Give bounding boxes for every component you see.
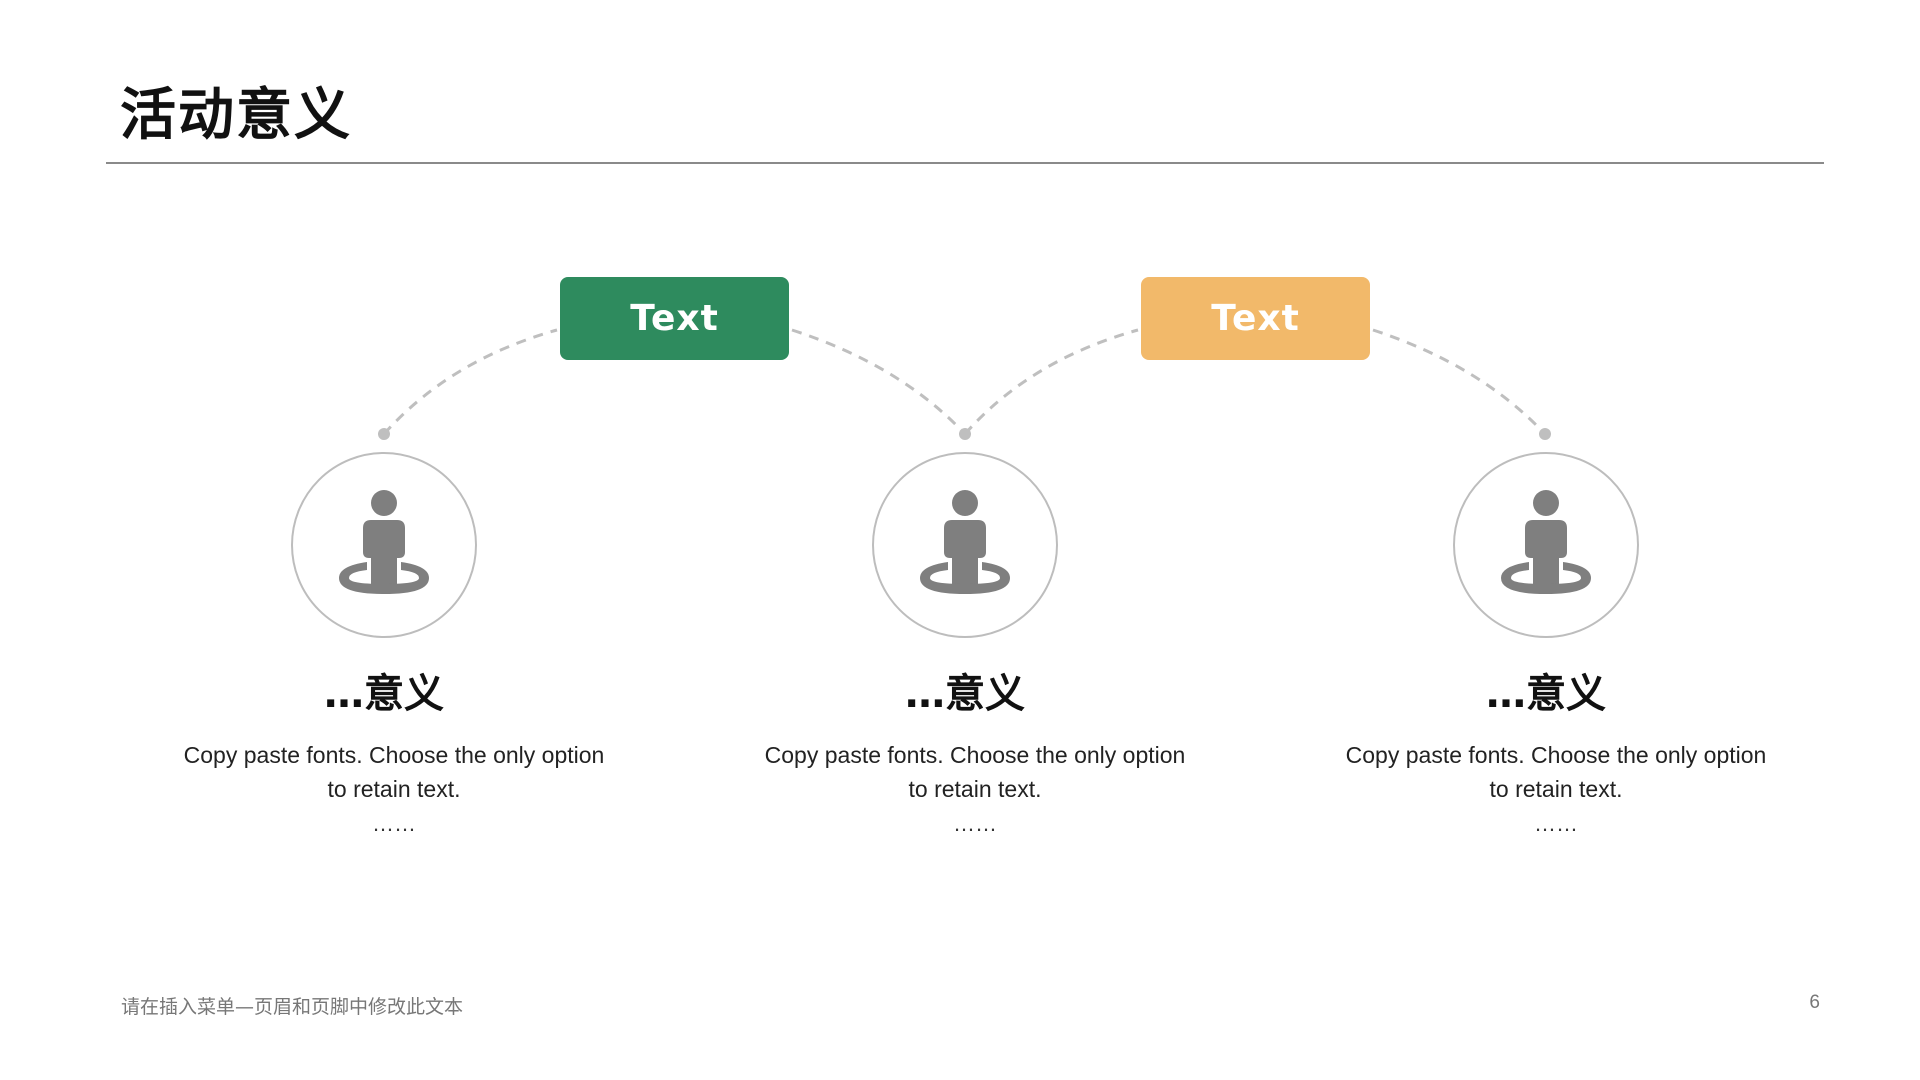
item-body-2-line1: Copy paste fonts. Choose the only option — [764, 742, 1186, 768]
item-ellipsis-2: …… — [953, 811, 997, 836]
icon-circle-1 — [291, 452, 477, 638]
connector-dot-2 — [959, 428, 971, 440]
title-divider — [106, 162, 1824, 164]
item-heading-3[interactable]: …意义 — [1486, 671, 1606, 717]
footer-text[interactable]: 请在插入菜单—页眉和页脚中修改此文本 — [121, 996, 464, 1018]
label-box-orange[interactable]: Text — [1141, 277, 1370, 360]
item-heading-1[interactable]: …意义 — [324, 671, 444, 717]
item-body-2-line2: to retain text. — [908, 776, 1042, 802]
item-body-3-line1: Copy paste fonts. Choose the only option — [1345, 742, 1767, 768]
connector-left-2 — [963, 328, 1139, 435]
connector-right-2 — [1372, 328, 1547, 436]
item-ellipsis-1: …… — [372, 811, 416, 836]
person-location-icon — [1501, 490, 1591, 594]
person-location-icon — [339, 490, 429, 594]
icon-circle-3 — [1453, 452, 1639, 638]
connector-left-1 — [382, 328, 558, 435]
item-body-2[interactable]: Copy paste fonts. Choose the only option… — [735, 738, 1215, 806]
icon-circle-2 — [872, 452, 1058, 638]
connector-right-1 — [791, 328, 967, 436]
connector-dot-3 — [1539, 428, 1551, 440]
slide-title[interactable]: 活动意义 — [120, 83, 352, 148]
connector-dot-1 — [378, 428, 390, 440]
item-body-1-line1: Copy paste fonts. Choose the only option — [183, 742, 605, 768]
person-location-icon — [920, 490, 1010, 594]
item-heading-2[interactable]: …意义 — [905, 671, 1025, 717]
label-box-green[interactable]: Text — [560, 277, 789, 360]
item-ellipsis-3: …… — [1534, 811, 1578, 836]
page-number: 6 — [1809, 992, 1820, 1013]
item-body-1-line2: to retain text. — [327, 776, 461, 802]
item-body-3[interactable]: Copy paste fonts. Choose the only option… — [1316, 738, 1796, 806]
item-body-3-line2: to retain text. — [1489, 776, 1623, 802]
item-body-1[interactable]: Copy paste fonts. Choose the only option… — [154, 738, 634, 806]
